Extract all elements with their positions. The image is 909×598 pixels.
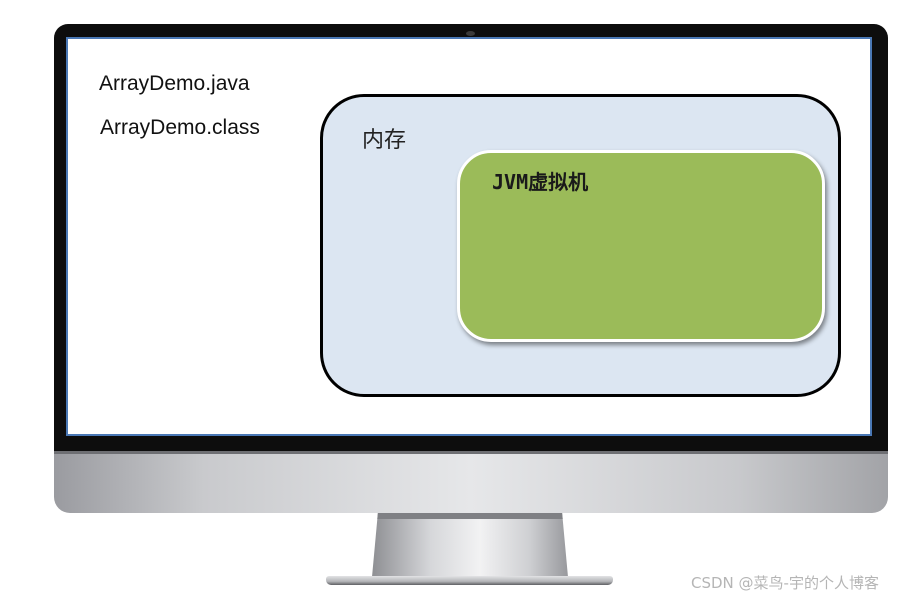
jvm-box	[457, 150, 825, 342]
monitor-stand-base	[326, 576, 613, 585]
monitor-chin	[54, 451, 888, 513]
memory-label: 内存	[362, 128, 407, 153]
monitor-chin-edge	[54, 451, 888, 454]
camera-icon	[466, 31, 475, 36]
jvm-label: JVM虚拟机	[492, 170, 589, 194]
watermark: CSDN @菜鸟-宇的个人博客	[691, 574, 879, 592]
monitor-stand-neck	[372, 513, 568, 577]
java-source-file-label: ArrayDemo.java	[99, 72, 250, 95]
class-file-label: ArrayDemo.class	[100, 116, 260, 139]
monitor-stand-shadow	[377, 513, 563, 519]
